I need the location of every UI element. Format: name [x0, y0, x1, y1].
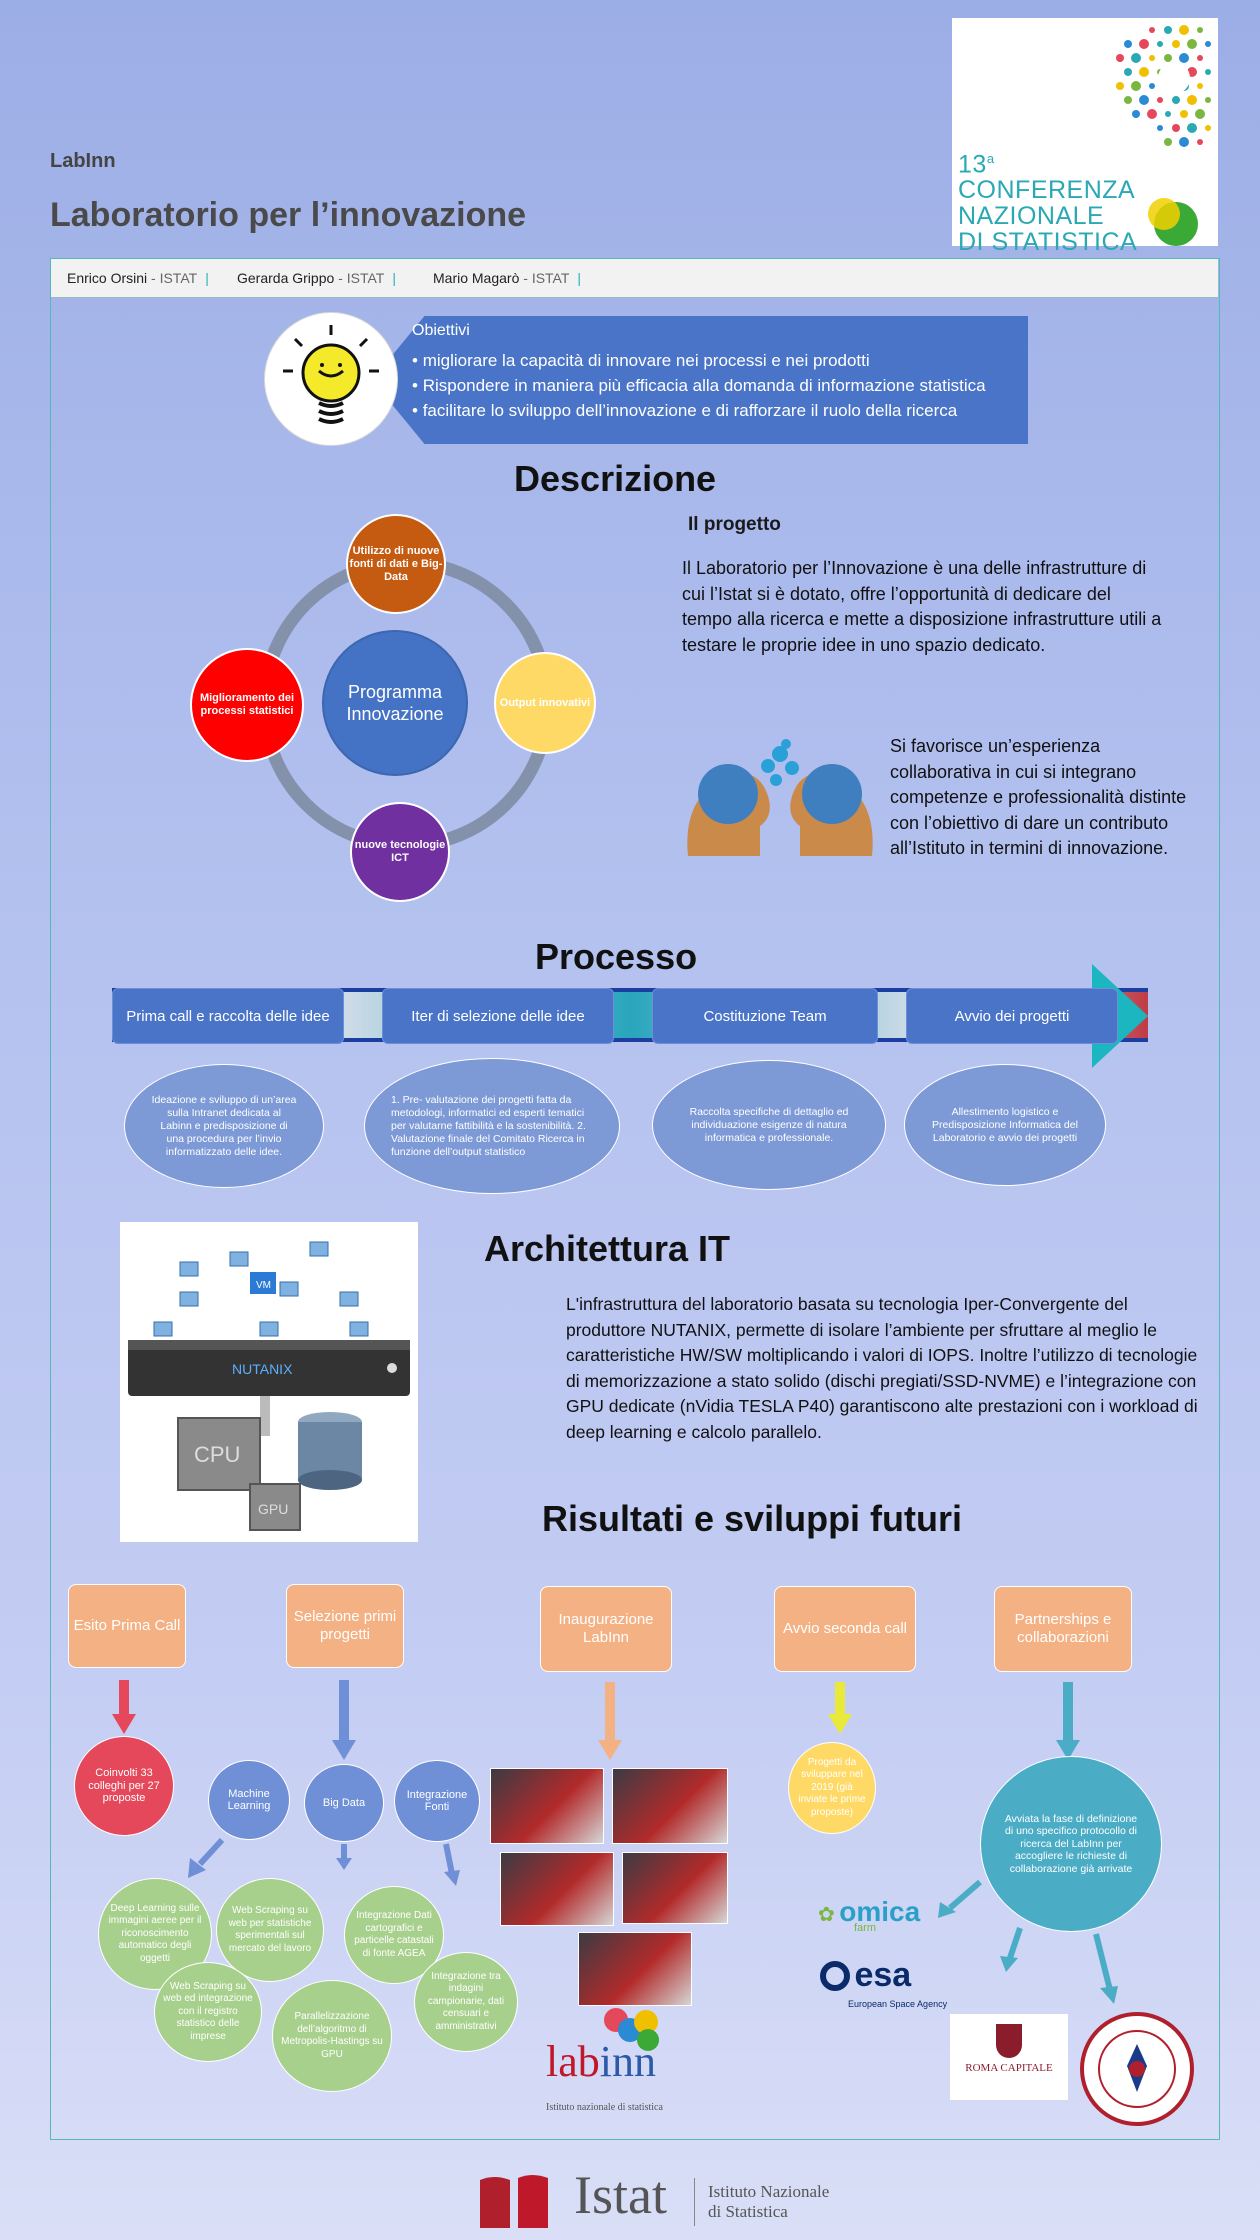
server-icon: VM NUTANIX CPU GPU	[128, 1241, 410, 1531]
project-circle-2: Web Scraping su web per statistiche sper…	[216, 1878, 324, 1982]
conference-name: 13a CONFERENZA NAZIONALE DI STATISTICA	[958, 150, 1138, 257]
collaboration-heads-icon	[680, 736, 880, 858]
architettura-heading: Architettura IT	[484, 1228, 731, 1269]
author-1: Enrico Orsini - ISTAT|	[67, 270, 209, 286]
cycle-center-node: Programma Innovazione	[322, 630, 468, 776]
result-box-1: Esito Prima Call	[68, 1584, 186, 1668]
author-3: Mario Magarò - ISTAT|	[433, 270, 582, 286]
result-box-3: Inaugurazione LabInn	[540, 1586, 672, 1672]
dotted-pin-icon	[1116, 25, 1211, 246]
authors-bar: Enrico Orsini - ISTAT| Gerarda Grippo - …	[51, 259, 1218, 298]
process-step-2: Iter di selezione delle idee	[382, 988, 614, 1044]
process-step-3: Costituzione Team	[652, 988, 878, 1044]
result-box-2: Selezione primi progetti	[286, 1584, 404, 1668]
collaboration-text: Si favorisce un’esperienza collaborativa…	[890, 736, 1187, 858]
labinn-logo: labinn Istituto nazionale di statistica	[542, 2006, 682, 2118]
event-photo	[490, 1768, 604, 1844]
processo-heading: Processo	[535, 936, 698, 977]
process-step-1: Prima call e raccolta delle idee	[112, 988, 344, 1044]
process-detail-2: 1. Pre- valutazione dei progetti fatta d…	[364, 1058, 620, 1194]
project-circle-4: Web Scraping su web ed integrazione con …	[154, 1962, 262, 2062]
cycle-node-bottom: nuove tecnologie ICT	[350, 802, 450, 902]
partnership-circle: Avviata la fase di definizione di uno sp…	[980, 1756, 1162, 1932]
istat-mark-icon	[480, 2175, 548, 2228]
event-photo	[622, 1852, 728, 1924]
risultati-heading: Risultati e sviluppi futuri	[542, 1498, 963, 1539]
second-call-circle: Progetti da sviluppare nel 2019 (già inv…	[788, 1742, 876, 1834]
it-architecture-image: VM NUTANIX CPU GPU	[120, 1222, 418, 1542]
svg-text:VM: VM	[256, 1280, 271, 1291]
svg-text:GPU: GPU	[258, 1501, 288, 1517]
author-2: Gerarda Grippo - ISTAT|	[237, 270, 396, 286]
page-title: Laboratorio per l’innovazione	[50, 196, 527, 234]
esa-ring-icon	[820, 1960, 850, 1991]
objective-item: migliorare la capacità di innovare nei p…	[412, 348, 986, 373]
leaf-icon: ✿	[818, 1904, 835, 1926]
project-circle-5: Parallelizzazione dell’algoritmo di Metr…	[272, 1980, 392, 2092]
coinvolti-circle: Coinvolti 33 colleghi per 27 proposte	[74, 1736, 174, 1836]
theme-machine-learning: Machine Learning	[208, 1760, 290, 1840]
objectives-list: migliorare la capacità di innovare nei p…	[412, 348, 986, 423]
project-circle-6: Integrazione tra indagini campionarie, d…	[414, 1952, 518, 2052]
process-detail-1: Ideazione e sviluppo di un’area sulla In…	[124, 1064, 324, 1188]
result-box-5: Partnerships e collaborazioni	[994, 1586, 1132, 1672]
lightbulb-icon	[264, 312, 398, 446]
theme-integrazione-fonti: Integrazione Fonti	[394, 1760, 480, 1842]
result-box-4: Avvio seconda call	[774, 1586, 916, 1672]
event-photo	[612, 1768, 728, 1844]
omica-logo: ✿ omica farm	[818, 1896, 921, 1934]
theme-big-data: Big Data	[304, 1764, 384, 1842]
objectives-title: Obiettivi	[412, 322, 470, 339]
svg-text:NUTANIX: NUTANIX	[232, 1361, 293, 1377]
event-photo	[500, 1852, 614, 1926]
cycle-node-left: Miglioramento dei processi statistici	[190, 648, 304, 762]
process-detail-4: Allestimento logistico e Predisposizione…	[904, 1064, 1106, 1186]
cycle-node-top: Utilizzo di nuove fonti di dati e Big-Da…	[346, 514, 446, 614]
process-detail-3: Raccolta specifiche di dettaglio ed indi…	[652, 1060, 886, 1190]
university-seal	[1080, 2012, 1194, 2126]
kicker: LabInn	[50, 150, 116, 172]
esa-logo: esa European Space Agency	[820, 1956, 947, 2009]
project-title: Il progetto	[688, 514, 781, 535]
descrizione-heading: Descrizione	[514, 458, 717, 499]
svg-text:CPU: CPU	[194, 1442, 240, 1467]
project-text: Il Laboratorio per l’Innovazione è una d…	[682, 558, 1162, 655]
roma-capitale-logo: ROMA CAPITALE	[950, 2014, 1068, 2100]
conference-logo: 13a CONFERENZA NAZIONALE DI STATISTICA	[952, 18, 1218, 255]
coat-of-arms-icon	[996, 2024, 1022, 2058]
architettura-text: L'infrastruttura del laboratorio basata …	[566, 1294, 1198, 1442]
objective-item: facilitare lo sviluppo dell’innovazione …	[412, 398, 986, 423]
objective-item: Rispondere in maniera più efficacia alla…	[412, 373, 986, 398]
event-photo	[578, 1932, 692, 2006]
poster-frame	[50, 258, 1220, 2140]
cycle-node-right: Output innovativi	[494, 652, 596, 754]
process-step-4: Avvio dei progetti	[906, 988, 1118, 1044]
